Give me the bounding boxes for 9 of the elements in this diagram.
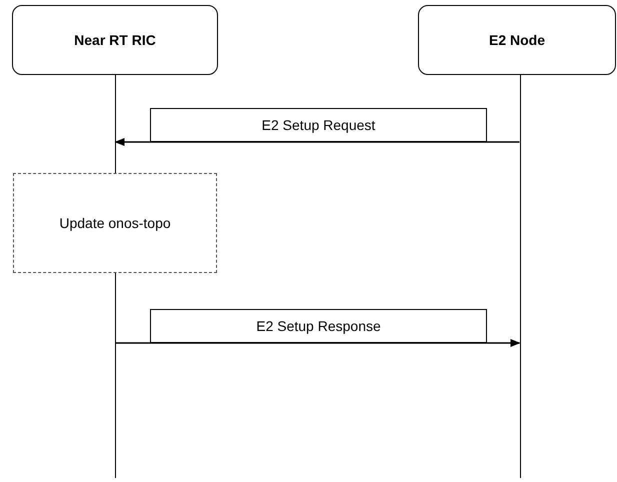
message-arrow xyxy=(116,339,520,347)
lifeline xyxy=(114,75,116,173)
message-arrow xyxy=(114,138,520,146)
message-label: E2 Setup Response xyxy=(150,309,487,343)
lifeline-header-box: Near RT RIC xyxy=(12,5,218,75)
lifeline xyxy=(114,273,116,478)
activity-box: Update onos-topo xyxy=(13,173,217,273)
lifeline-header-box: E2 Node xyxy=(418,5,616,75)
message-label: E2 Setup Request xyxy=(150,108,487,142)
